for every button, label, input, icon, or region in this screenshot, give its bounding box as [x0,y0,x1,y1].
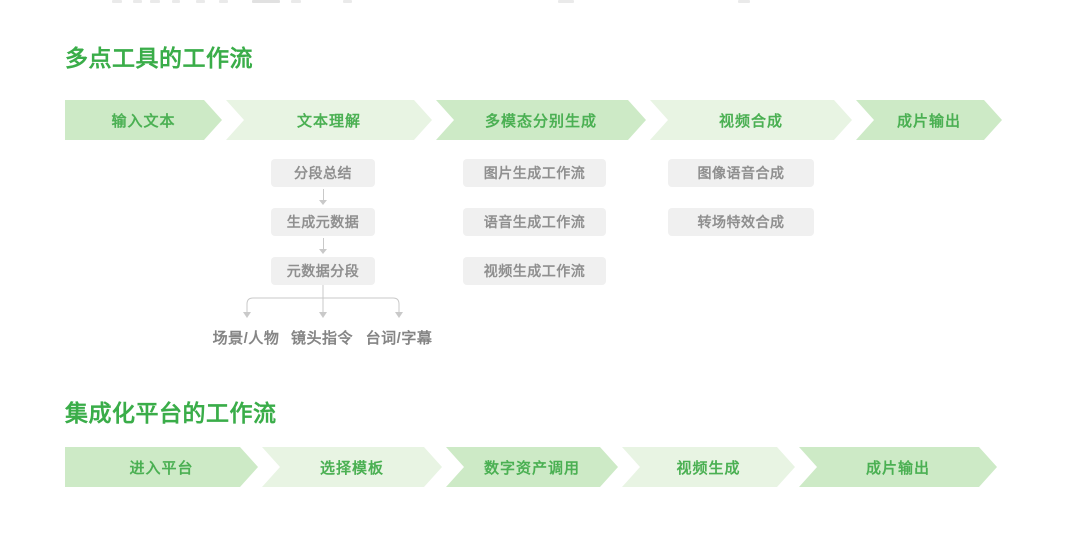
flow-step-video-compose: 视频合成 [650,100,852,140]
flow-step-choose-template: 选择模板 [262,447,442,487]
flow-step-text-understand: 文本理解 [226,100,432,140]
flow-step-input-text: 输入文本 [65,100,222,140]
leaf-label-scene-character: 场景/人物 [212,330,280,347]
process-box-video-workflow: 视频生成工作流 [463,257,606,285]
process-box-image-workflow: 图片生成工作流 [463,159,606,187]
flow-row-multi-tool: 输入文本 文本理解 多模态分别生成 视频合成 成片输出 [65,100,1002,140]
process-box-voice-workflow: 语音生成工作流 [463,208,606,236]
leaf-label-dialogue-subtitle: 台词/字幕 [365,330,433,347]
flow-step-final-output-2: 成片输出 [799,447,997,487]
process-box-image-voice-compose: 图像语音合成 [668,159,814,187]
branch-connector [243,285,403,318]
flow-row-platform: 进入平台 选择模板 数字资产调用 视频生成 成片输出 [65,447,997,487]
section-title-multi-tool: 多点工具的工作流 [65,45,253,71]
flow-step-multimodal-gen: 多模态分别生成 [436,100,646,140]
process-box-generate-metadata: 生成元数据 [271,208,375,236]
process-box-segment-summary: 分段总结 [271,159,375,187]
flow-step-video-generate: 视频生成 [622,447,795,487]
flow-step-asset-call: 数字资产调用 [446,447,618,487]
section-title-platform: 集成化平台的工作流 [65,400,277,426]
process-box-transition-fx: 转场特效合成 [668,208,814,236]
leaf-label-shot-command: 镜头指令 [290,330,354,347]
flow-step-final-output: 成片输出 [856,100,1002,140]
process-box-metadata-segment: 元数据分段 [271,257,375,285]
flow-step-enter-platform: 进入平台 [65,447,258,487]
